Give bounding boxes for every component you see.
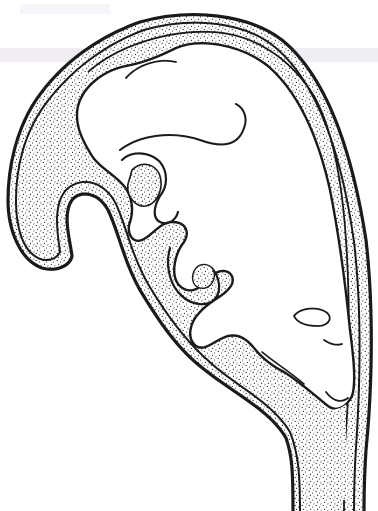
fluid-pocket-front [128,164,161,206]
fluid-pocket-knee [193,265,215,289]
fluid-lower [300,400,346,500]
